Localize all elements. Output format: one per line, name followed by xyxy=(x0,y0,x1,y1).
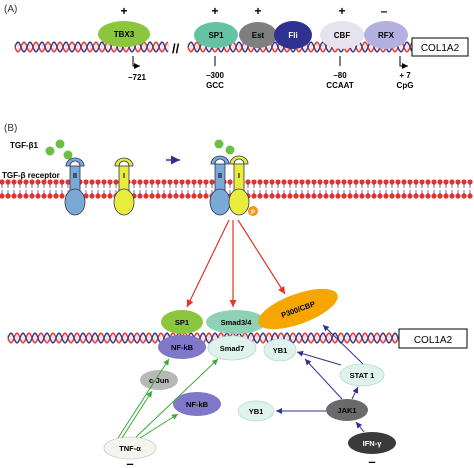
est-factor xyxy=(239,22,277,48)
smad7-node xyxy=(207,335,257,361)
col1a2-box-a xyxy=(411,37,469,57)
tgf-ligand-5 xyxy=(225,145,235,155)
site-80: –80 xyxy=(333,71,347,80)
receptor-ii-left: II xyxy=(64,157,86,216)
tgf-beta1-label: TGF-β1 xyxy=(10,141,39,150)
stat1-node xyxy=(339,363,385,387)
arrow-tnf-cjun xyxy=(121,390,153,439)
tgf-ligand-1 xyxy=(55,139,65,149)
panel-a-label: (A) xyxy=(4,4,17,15)
motif-gcc: GCC xyxy=(206,81,224,90)
tgf-ligand-4 xyxy=(214,139,224,149)
tnf-node xyxy=(103,436,157,460)
site-7: + 7 xyxy=(399,71,411,80)
arrow-tnf-smad7 xyxy=(135,358,219,438)
jak1-node xyxy=(326,399,368,421)
cbf-factor xyxy=(320,21,364,49)
ifn-node xyxy=(348,432,396,454)
fli-factor xyxy=(274,21,312,49)
stat1-node-label: STAT 1 xyxy=(350,371,375,380)
tnf-node-label: TNF-α xyxy=(119,444,141,453)
type-ii-right: II xyxy=(218,173,222,180)
nfkb-node-lower-label: NF-kB xyxy=(186,400,209,409)
cjun-node xyxy=(140,370,178,390)
ifn-sign: – xyxy=(368,454,375,468)
nfkb-node-upper xyxy=(158,335,206,359)
smad34-node-label: Smad3/4 xyxy=(221,318,253,327)
nfkb-node-lower xyxy=(173,392,221,416)
arrow-tnf-nfkb-lower xyxy=(139,413,179,439)
site-721: –721 xyxy=(128,73,146,82)
type-ii-left: II xyxy=(73,173,77,180)
p300-node xyxy=(258,288,338,330)
arrow-jak1-stat1 xyxy=(351,386,359,400)
receptor-i-left: I xyxy=(113,157,135,216)
smad34-node xyxy=(206,310,266,334)
col1a2-label-b: COL1A2 xyxy=(414,335,453,346)
rfx-label: RFX xyxy=(378,31,395,40)
yb1-node-top-label: YB1 xyxy=(273,346,288,355)
nfkb-node-upper-label: NF-kB xyxy=(171,343,194,352)
jak1-node-label: JAK1 xyxy=(337,406,356,415)
yb1-node-top xyxy=(263,338,297,362)
arrow-to-sp1 xyxy=(186,219,230,308)
tgf-ligand-3 xyxy=(63,150,73,160)
arrow-ifn-jak1 xyxy=(355,421,365,433)
arrow-tnf-nfkb-upper xyxy=(117,358,170,439)
panel-b-label: (B) xyxy=(4,123,17,134)
tbx3-factor xyxy=(98,21,150,47)
tnf-sign: – xyxy=(126,456,133,468)
col1a2-box-b xyxy=(398,328,468,349)
sp1-node-label: SP1 xyxy=(175,318,189,327)
phosphate-label: P xyxy=(251,210,255,216)
sp1-sign: + xyxy=(211,4,218,18)
arrow-to-p300 xyxy=(237,219,286,295)
site-300: –300 xyxy=(206,71,224,80)
phosphate-icon xyxy=(248,206,258,216)
receptor-ii-right: II xyxy=(209,155,231,216)
motif-ccaat: CCAAT xyxy=(326,81,354,90)
arrow-stat1-yb1 xyxy=(296,350,342,366)
receptor-i-right: I xyxy=(228,155,250,216)
break-mark: // xyxy=(172,41,180,56)
tgf-ligand-2 xyxy=(45,146,55,156)
tbx3-sign: + xyxy=(120,4,127,18)
tbx3-label: TBX3 xyxy=(114,30,135,39)
ifn-node-label: IFN-γ xyxy=(363,439,383,448)
rfx-sign: – xyxy=(381,4,388,18)
arrow-jak1-yb1 xyxy=(304,358,343,400)
smad7-node-label: Smad7 xyxy=(220,344,245,353)
sp1-factor-a xyxy=(194,22,238,48)
rfx-factor xyxy=(364,21,408,49)
tgf-receptor-label: TGF-β receptor xyxy=(2,171,60,180)
type-i-left: I xyxy=(123,173,125,180)
tss-arrow-721 xyxy=(132,56,140,69)
tss-arrow-7 xyxy=(399,56,408,69)
arrow-stat1-p300 xyxy=(322,324,364,365)
col1a2-label-a: COL1A2 xyxy=(421,43,460,54)
yb1-node-low xyxy=(237,400,275,422)
type-i-right: I xyxy=(238,173,240,180)
cjun-node-label: c-Jun xyxy=(149,376,169,385)
motif-cpg: CpG xyxy=(397,81,414,90)
est-sign: + xyxy=(254,4,261,18)
cbf-label: CBF xyxy=(334,31,351,40)
sp1-label-a: SP1 xyxy=(208,31,224,40)
est-label: Est xyxy=(252,31,265,40)
sp1-node xyxy=(161,310,203,334)
fli-label: Fli xyxy=(288,31,297,40)
yb1-node-low-label: YB1 xyxy=(249,407,264,416)
cbf-sign: + xyxy=(338,4,345,18)
